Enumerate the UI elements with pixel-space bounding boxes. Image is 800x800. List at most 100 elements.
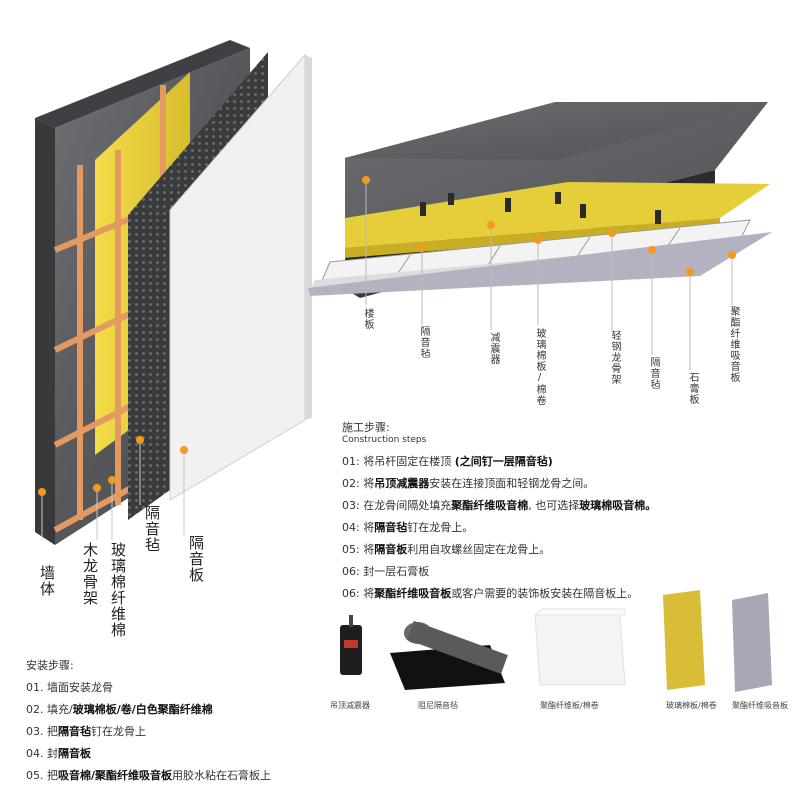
product-shock-absorber-image <box>340 615 362 675</box>
step-number: 02. <box>26 703 44 716</box>
step-text: 钉在龙骨上。 <box>407 521 474 534</box>
step-text: 填充/ <box>47 703 73 716</box>
step-text: 用胶水粘在石膏板上 <box>172 769 272 782</box>
marker-dot <box>728 251 736 259</box>
ceiling-label-slab: 楼板 <box>362 308 373 330</box>
marker-dot <box>180 446 188 454</box>
step-text: 墙面安装龙骨 <box>47 681 113 694</box>
step-text: 将吊杆固定在楼顶 <box>363 455 455 468</box>
ceiling-step-item: 04: 将隔音毡钉在龙骨上。 <box>342 522 656 544</box>
step-highlight: 聚酯纤维吸音板 <box>374 587 452 600</box>
ceiling-markers <box>362 176 736 370</box>
marker-dot <box>487 221 495 229</box>
product-label-polyester-panel: 聚酯纤维吸音板 <box>732 701 788 710</box>
step-highlight: 隔音毡 <box>374 521 408 534</box>
step-text: 将 <box>363 587 375 600</box>
marker-dot <box>686 268 694 276</box>
step-text: 把 <box>47 725 58 738</box>
ceiling-step-item: 02: 将吊顶减震器安装在连接顶面和轻钢龙骨之间。 <box>342 478 656 500</box>
ceiling-steps-subtitle: Construction steps <box>342 435 427 445</box>
ceiling-shock-absorbers <box>420 192 661 224</box>
step-text: 将 <box>363 477 375 490</box>
step-number: 01: <box>342 455 360 468</box>
ceiling-label-gypsum: 石膏板 <box>687 372 698 405</box>
marker-dot <box>648 246 656 254</box>
ceiling-step-item: 05: 将隔音板利用自攻螺丝固定在龙骨上。 <box>342 544 656 566</box>
step-text: 将 <box>363 521 375 534</box>
step-highlight: (之间钉一层隔音毡) <box>454 455 553 468</box>
step-highlight: 吸音棉/聚酯纤维吸音板 <box>58 769 173 782</box>
product-polyester-panel-image <box>732 593 772 692</box>
ceiling-label-shock: 减震器 <box>488 332 499 365</box>
marker-dot <box>534 236 542 244</box>
wall-label-concrete: 墙体 <box>38 565 56 597</box>
step-number: 01. <box>26 681 44 694</box>
ceiling-step-item: 01: 将吊杆固定在楼顶 (之间钉一层隔音毡) <box>342 456 656 478</box>
marker-dot <box>136 436 144 444</box>
step-number: 03. <box>26 725 44 738</box>
ceiling-label-glasswool: 玻璃棉板/棉卷 <box>534 328 545 406</box>
step-text: 或客户需要的装饰板安装在隔音板上。 <box>451 587 639 600</box>
ceiling-step-item: 06: 将聚酯纤维吸音板或客户需要的装饰板安装在隔音板上。 <box>342 588 656 610</box>
product-label-glasswool: 玻璃棉板/棉卷 <box>666 701 717 710</box>
step-highlight: 玻璃棉板/卷/白色聚酯纤维棉 <box>72 703 213 716</box>
step-number: 05: <box>342 543 360 556</box>
step-number: 05. <box>26 769 44 782</box>
ceiling-step-item: 03: 在龙骨间隔处填充聚酯纤维吸音棉, 也可选择玻璃棉吸音棉。 <box>342 500 656 522</box>
step-highlight: 玻璃棉吸音棉。 <box>579 499 657 512</box>
ceiling-label-polyester: 聚酯纤维吸音板 <box>728 306 739 383</box>
wall-step-item: 02. 填充/玻璃棉板/卷/白色聚酯纤维棉 <box>26 704 271 726</box>
step-highlight: 隔音板 <box>374 543 408 556</box>
wall-label-wood-frame: 木龙骨架 <box>81 542 99 606</box>
step-text: 将 <box>363 543 375 556</box>
step-number: 06: <box>342 565 360 578</box>
marker-dot <box>38 488 46 496</box>
wall-label-glasswool: 玻璃棉纤维棉 <box>109 542 127 638</box>
marker-dot <box>362 176 370 184</box>
step-highlight: 隔音板 <box>58 747 91 760</box>
marker-dot <box>418 244 426 252</box>
wall-steps-title: 安装步骤: <box>26 659 74 672</box>
wall-diagram <box>35 40 312 545</box>
step-number: 06: <box>342 587 360 600</box>
step-highlight: 隔音毡 <box>58 725 91 738</box>
step-text: 安装在连接顶面和轻钢龙骨之间。 <box>429 477 595 490</box>
marker-dot <box>608 229 616 237</box>
product-label-shock: 吊顶减震器 <box>330 701 370 710</box>
product-felt-roll-image <box>390 620 508 690</box>
step-number: 02: <box>342 477 360 490</box>
ceiling-step-item: 06: 封一层石膏板 <box>342 566 656 588</box>
step-text: 封 <box>47 747 58 760</box>
step-text: 在龙骨间隔处填充 <box>363 499 452 512</box>
ceiling-steps-title: 施工步骤: <box>342 421 390 434</box>
product-label-polyester-board: 聚酯纤维板/棉卷 <box>540 701 599 710</box>
step-number: 04. <box>26 747 44 760</box>
step-highlight: 聚酯纤维吸音棉 <box>451 499 529 512</box>
product-polyester-board-image <box>533 608 626 686</box>
product-label-felt: 阻尼隔音毡 <box>418 701 458 710</box>
step-number: 04: <box>342 521 360 534</box>
wall-concrete-layer <box>35 40 250 128</box>
ceiling-label-felt-top: 隔音毡 <box>418 326 429 359</box>
ceiling-polyester-layer <box>308 232 772 296</box>
step-text: , 也可选择 <box>528 499 580 512</box>
marker-dot <box>93 484 101 492</box>
step-highlight: 吊顶减震器 <box>374 477 430 490</box>
wall-step-item: 03. 把隔音毡钉在龙骨上 <box>26 726 271 748</box>
wall-label-board: 隔音板 <box>187 535 205 583</box>
step-text: 利用自攻螺丝固定在龙骨上。 <box>407 543 551 556</box>
wall-step-item: 01. 墙面安装龙骨 <box>26 682 271 704</box>
wall-label-felt: 隔音毡 <box>143 505 161 553</box>
step-text: 钉在龙骨上 <box>91 725 146 738</box>
step-text: 封一层石膏板 <box>363 565 430 578</box>
ceiling-label-steel: 轻钢龙骨架 <box>609 330 620 385</box>
step-number: 03: <box>342 499 360 512</box>
wall-step-item: 05. 把吸音棉/聚酯纤维吸音板用胶水粘在石膏板上 <box>26 770 271 792</box>
step-text: 把 <box>47 769 58 782</box>
ceiling-diagram <box>308 102 772 370</box>
marker-dot <box>108 476 116 484</box>
product-glasswool-board-image <box>663 590 705 690</box>
wall-step-item: 04. 封隔音板 <box>26 748 271 770</box>
ceiling-steps: 施工步骤: Construction steps 01: 将吊杆固定在楼顶 (之… <box>342 422 656 610</box>
